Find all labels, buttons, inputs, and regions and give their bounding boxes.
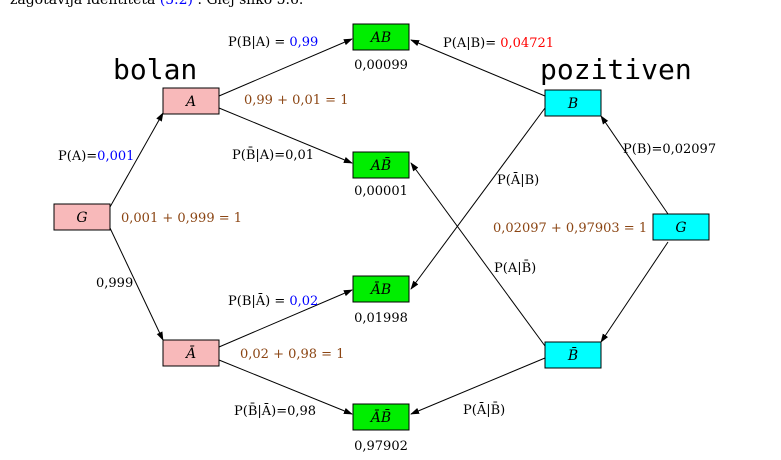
sum-right-root: 0,02097 + 0,97903 = 1	[493, 221, 647, 236]
prob-AB: 0,00099	[354, 58, 408, 73]
node-A: A	[162, 87, 220, 115]
prob-A-Bbar: 0,00001	[354, 184, 408, 199]
svg-text:G: G	[675, 220, 686, 236]
label-p-A-given-B: P(A|B)= 0,04721	[443, 36, 554, 51]
edge-Abar-AbarB	[218, 289, 353, 348]
label-p-Bbar-given-Abar: P(B̄|Ā)=0,98	[234, 403, 316, 419]
svg-text:ĀB̄: ĀB̄	[369, 408, 391, 426]
prob-Abar-B: 0,01998	[354, 311, 408, 326]
label-p-Abar-given-Bbar: P(Ā|B̄)	[463, 402, 505, 418]
svg-text:G: G	[76, 210, 87, 226]
sum-left-root: 0,001 + 0,999 = 1	[121, 211, 242, 226]
label-p-Abar: 0,999	[96, 276, 133, 291]
node-AB: AB	[352, 23, 410, 51]
edge-G-B	[600, 115, 669, 215]
node-A-Bbar: AB̄	[352, 151, 410, 179]
edge-G-Abar	[109, 227, 164, 341]
svg-text:B̄: B̄	[567, 346, 578, 364]
sum-Abar: 0,02 + 0,98 = 1	[240, 347, 344, 362]
label-p-B: P(B)=0,02097	[623, 142, 716, 157]
header-tail: . Glej sliko 5.6.	[197, 0, 303, 8]
node-B: B	[544, 89, 602, 117]
node-B-bar: B̄	[544, 341, 602, 369]
edge-G-Bbar	[600, 241, 669, 343]
sum-A: 0,99 + 0,01 = 1	[244, 93, 348, 108]
label-p-A-given-Bbar: P(A|B̄)	[494, 260, 536, 276]
svg-text:ĀB: ĀB	[369, 280, 391, 298]
svg-text:B: B	[567, 96, 578, 112]
label-p-B-given-A: P(B|A) = 0,99	[228, 35, 318, 50]
edge-B-AB	[410, 39, 546, 97]
label-pozitiven: pozitiven	[540, 53, 692, 86]
header-ref: (5.2)	[160, 0, 193, 8]
svg-text:AB: AB	[369, 30, 391, 46]
edge-B-AbarB	[410, 107, 546, 290]
header-text: zagotavlja identiteta	[10, 0, 155, 8]
svg-text:A: A	[184, 94, 196, 110]
node-Abar-Bbar: ĀB̄	[352, 403, 410, 431]
edge-Bbar-AbarBbar	[410, 357, 546, 415]
edge-Bbar-ABbar	[410, 162, 546, 347]
label-p-B-given-Abar: P(B|Ā) = 0,02	[228, 293, 318, 309]
edge-A-AB	[218, 38, 353, 97]
label-p-Bbar-given-A: P(B̄|A)=0,01	[232, 147, 314, 163]
prob-Abar-Bbar: 0,97902	[354, 439, 408, 454]
node-G-right: G	[652, 213, 710, 241]
node-Abar-B: ĀB	[352, 275, 410, 303]
node-G-left: G	[53, 203, 111, 231]
svg-text:zagotavlja identiteta (5.2: zagotavlja identiteta (5.2) . Glej sliko…	[10, 0, 303, 8]
node-A-bar: Ā	[162, 339, 220, 367]
svg-text:AB̄: AB̄	[369, 156, 391, 174]
edge-G-A	[109, 112, 164, 208]
edge-Abar-AbarBbar	[218, 359, 353, 415]
edge-A-ABbar	[218, 107, 353, 164]
svg-text:Ā: Ā	[184, 344, 196, 362]
label-p-Abar-given-B: P(Ā|B)	[497, 172, 539, 188]
label-bolan: bolan	[113, 53, 197, 86]
label-p-A: P(A)=0,001	[58, 149, 134, 164]
